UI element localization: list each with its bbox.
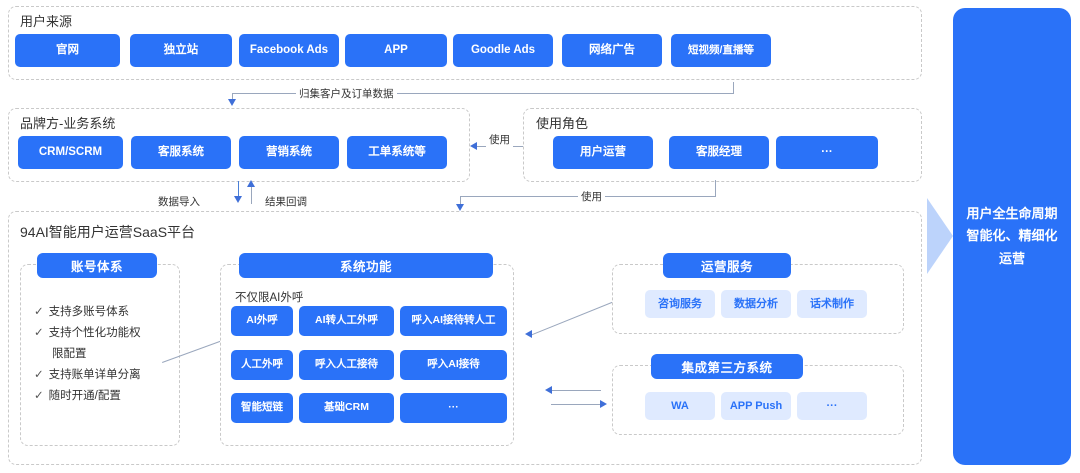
outcome-text: 用户全生命周期 智能化、精细化 运营 <box>966 203 1057 269</box>
result-callback-line <box>251 184 252 204</box>
use2-connector-label: 使用 <box>578 189 605 204</box>
collect-connector-horizontal <box>232 93 734 94</box>
brand-chip-4[interactable]: 工单系统等 <box>347 136 447 169</box>
group-platform-title: 94AI智能用户运营SaaS平台 <box>20 224 196 240</box>
account-bullet-4: ✓随时开通/配置 <box>34 390 121 402</box>
result-callback-arrow <box>247 180 255 187</box>
function-chip-8[interactable]: 基础CRM <box>299 393 394 423</box>
role-chip-1[interactable]: 用户运营 <box>553 136 653 169</box>
data-import-arrow <box>234 196 242 203</box>
collect-connector-left-vertical <box>232 93 233 101</box>
use1-connector-label: 使用 <box>486 132 513 147</box>
third-party-chip-2[interactable]: APP Push <box>721 392 791 420</box>
check-icon: ✓ <box>34 327 44 339</box>
outcome-line-2: 智能化、精细化 <box>966 228 1058 244</box>
functions-to-operation-arrow <box>525 330 532 338</box>
function-chip-4[interactable]: 人工外呼 <box>231 350 293 380</box>
collect-connector-arrow <box>228 99 236 106</box>
source-chip-3[interactable]: Facebook Ads <box>239 34 339 67</box>
account-bullet-3: ✓支持账单详单分离 <box>34 369 141 381</box>
operation-chip-3[interactable]: 话术制作 <box>797 290 867 318</box>
source-chip-7[interactable]: 短视频/直播等 <box>671 34 771 67</box>
brand-chip-3[interactable]: 营销系统 <box>239 136 339 169</box>
check-icon: ✓ <box>34 390 44 402</box>
source-chip-2[interactable]: 独立站 <box>130 34 232 67</box>
source-chip-4[interactable]: APP <box>345 34 447 67</box>
data-import-line <box>238 181 239 199</box>
collect-connector-label: 归集客户及订单数据 <box>296 86 397 101</box>
badge-account-system[interactable]: 账号体系 <box>37 253 157 278</box>
outcome-line-3: 运营 <box>998 250 1025 266</box>
third-party-chip-3[interactable]: ··· <box>797 392 867 420</box>
account-bullet-2-cont: 限配置 <box>52 348 87 360</box>
system-functions-note: 不仅限AI外呼 <box>235 292 304 304</box>
account-bullets: ✓支持多账号体系 ✓支持个性化功能权 限配置 ✓支持账单详单分离 ✓随时开通/配… <box>34 302 141 407</box>
source-chip-1[interactable]: 官网 <box>15 34 120 67</box>
group-brand-system-title: 品牌方-业务系统 <box>20 116 116 131</box>
badge-third-party[interactable]: 集成第三方系统 <box>651 354 803 379</box>
check-icon: ✓ <box>34 306 44 318</box>
use2-connector-vertical-left <box>460 196 461 206</box>
function-chip-9[interactable]: ··· <box>400 393 507 423</box>
group-roles-title: 使用角色 <box>536 116 589 131</box>
outcome-panel: 用户全生命周期 智能化、精细化 运营 <box>953 8 1071 465</box>
account-bullet-1: ✓支持多账号体系 <box>34 306 130 318</box>
source-chip-6[interactable]: 网络广告 <box>562 34 662 67</box>
function-chip-7[interactable]: 智能短链 <box>231 393 293 423</box>
role-chip-2[interactable]: 客服经理 <box>669 136 769 169</box>
role-chip-3[interactable]: ··· <box>776 136 878 169</box>
outcome-arrow-icon <box>927 198 953 274</box>
bidir-left-arrow <box>545 386 552 394</box>
use2-connector-vertical-right <box>715 180 716 196</box>
function-chip-5[interactable]: 呼入人工接待 <box>299 350 394 380</box>
brand-chip-1[interactable]: CRM/SCRM <box>18 136 123 169</box>
brand-chip-2[interactable]: 客服系统 <box>131 136 231 169</box>
data-import-label: 数据导入 <box>155 194 203 209</box>
collect-connector-right-vertical <box>733 82 734 94</box>
bidir-right-arrow <box>600 400 607 408</box>
function-chip-2[interactable]: AI转人工外呼 <box>299 306 394 336</box>
outcome-line-1: 用户全生命周期 <box>966 206 1058 222</box>
function-chip-3[interactable]: 呼入AI接待转人工 <box>400 306 507 336</box>
group-user-source-title: 用户来源 <box>20 14 73 29</box>
result-callback-label: 结果回调 <box>262 194 310 209</box>
account-bullet-2: ✓支持个性化功能权 <box>34 327 141 339</box>
function-chip-1[interactable]: AI外呼 <box>231 306 293 336</box>
badge-operation-service[interactable]: 运营服务 <box>663 253 791 278</box>
operation-chip-1[interactable]: 咨询服务 <box>645 290 715 318</box>
use2-connector-arrow <box>456 204 464 211</box>
third-party-chip-1[interactable]: WA <box>645 392 715 420</box>
check-icon: ✓ <box>34 369 44 381</box>
bidir-left-line <box>551 390 601 391</box>
bidir-right-line <box>551 404 601 405</box>
source-chip-5[interactable]: Goodle Ads <box>453 34 553 67</box>
function-chip-6[interactable]: 呼入AI接待 <box>400 350 507 380</box>
badge-system-functions[interactable]: 系统功能 <box>239 253 493 278</box>
use1-connector-arrow <box>470 142 477 150</box>
operation-chip-2[interactable]: 数据分析 <box>721 290 791 318</box>
